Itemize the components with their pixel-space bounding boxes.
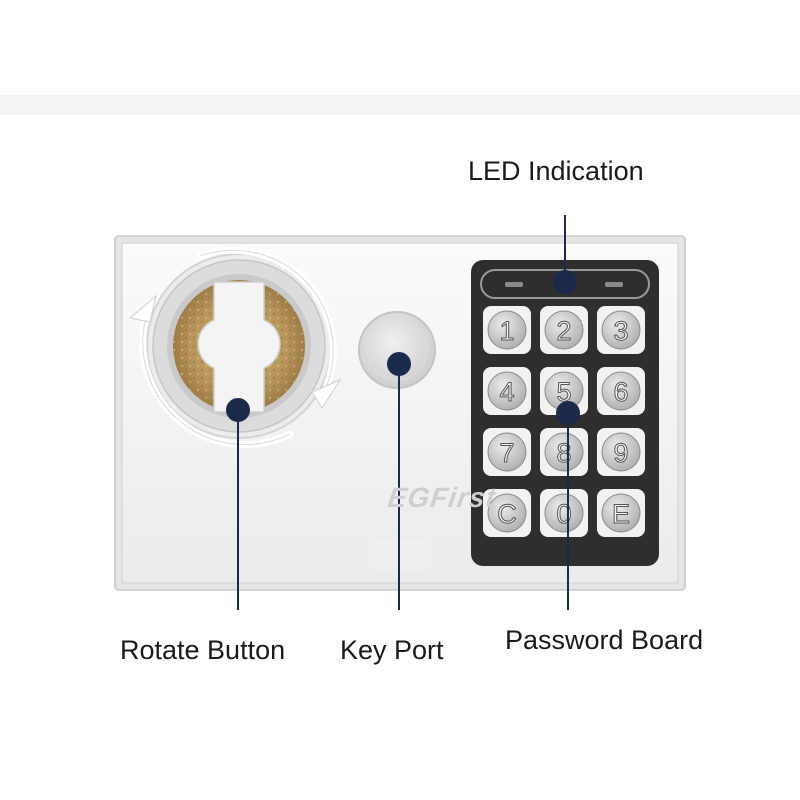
keypad-key-1[interactable]: 1	[483, 306, 531, 354]
keypad-key-2[interactable]: 2	[540, 306, 588, 354]
password-board-label: Password Board	[505, 625, 704, 655]
keypad-key-6[interactable]: 6	[597, 367, 645, 415]
keypad-key-e[interactable]: E	[597, 489, 645, 537]
rotate-button-label: Rotate Button	[120, 635, 286, 665]
keypad-key-label: 2	[556, 316, 571, 346]
keypad-key-4[interactable]: 4	[483, 367, 531, 415]
keypad-key-label: 1	[499, 316, 514, 346]
key-marker	[387, 352, 411, 376]
leader-lines	[237, 215, 569, 610]
keypad-key-label: 3	[613, 316, 628, 346]
keypad-key-label: 8	[556, 438, 571, 468]
markers	[226, 270, 580, 425]
keypad-key-0[interactable]: 0	[540, 489, 588, 537]
keypad-key-label: 9	[613, 438, 628, 468]
keypad-key-label: 0	[556, 499, 571, 529]
keypad-key-9[interactable]: 9	[597, 428, 645, 476]
keypad-key-label: 4	[499, 377, 514, 407]
keypad-key-label: 7	[499, 438, 514, 468]
keypad-key-5[interactable]: 5	[540, 367, 588, 415]
keypad-key-label: 5	[556, 377, 571, 407]
background-band	[0, 95, 800, 115]
keypad-key-7[interactable]: 7	[483, 428, 531, 476]
key-port-label: Key Port	[340, 635, 444, 665]
rotate-button-knob[interactable]	[128, 246, 342, 449]
keypad-key-label: 6	[613, 377, 628, 407]
key-port[interactable]	[358, 311, 436, 389]
led-marker	[553, 270, 577, 294]
keypad-keys: 1 2 3 4 5 6 7 8 9C 0 E	[483, 306, 645, 537]
keypad-key-3[interactable]: 3	[597, 306, 645, 354]
keypad-key-c[interactable]: C	[483, 489, 531, 537]
led-red-indicator	[505, 282, 523, 287]
led-indication-label: LED Indication	[468, 156, 644, 186]
led-green-indicator	[605, 282, 623, 287]
keypad-key-label: C	[497, 499, 517, 529]
rotate-marker	[226, 398, 250, 422]
password-marker	[556, 401, 580, 425]
keypad-key-label: E	[612, 499, 630, 529]
keypad-key-8[interactable]: 8	[540, 428, 588, 476]
watermark-text: EGFirst	[385, 482, 499, 513]
